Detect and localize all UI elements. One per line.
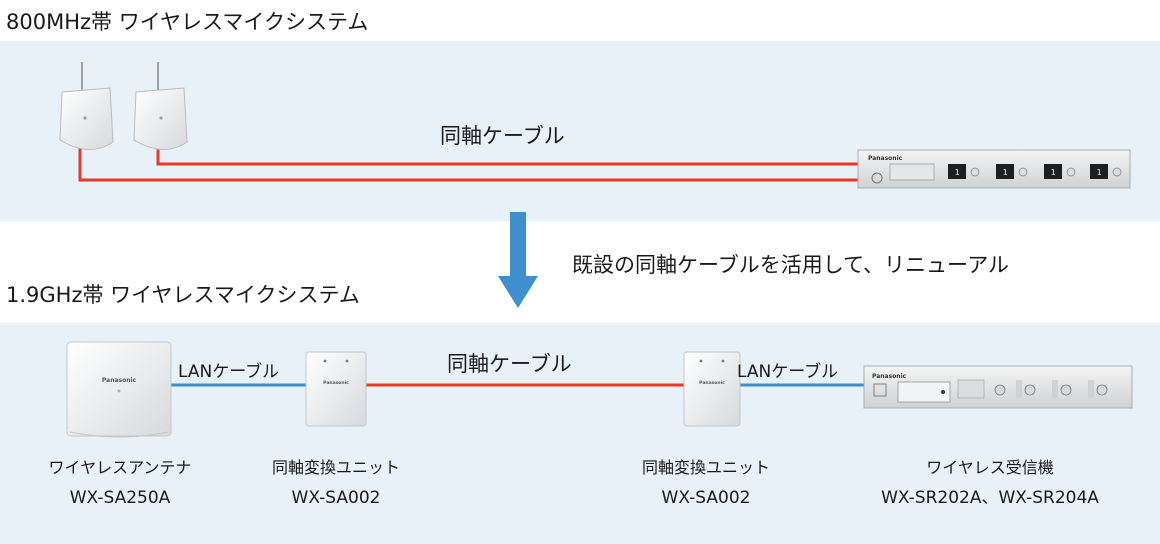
legacy-receiver-channel-4: 1 xyxy=(1090,164,1122,179)
bottom-section-title: 1.9GHz帯 ワイヤレスマイクシステム xyxy=(6,283,360,307)
legacy-receiver-channel-3: 1 xyxy=(1044,164,1076,179)
wireless-antenna-device: Panasonic xyxy=(66,341,172,438)
antenna-brand: Panasonic xyxy=(102,377,137,384)
device-name: ワイヤレスアンテナ xyxy=(48,458,192,477)
top-section-band xyxy=(0,41,1160,221)
bottom-section-band xyxy=(0,323,1160,544)
device-name: 同軸変換ユニット xyxy=(271,458,400,477)
legacy-antenna-2 xyxy=(133,62,188,150)
device-caption-converter-1: 同軸変換ユニット WX-SA002 xyxy=(236,453,436,513)
receiver-brand: Panasonic xyxy=(872,373,907,380)
converter-brand-1: Panasonic xyxy=(323,380,349,386)
device-name: 同軸変換ユニット xyxy=(641,458,770,477)
device-caption-receiver: ワイヤレス受信機 WX-SR202A、WX-SR204A xyxy=(850,453,1130,513)
coax-cable-label: 同軸ケーブル xyxy=(447,352,572,376)
lan-cable-label-left: LANケーブル xyxy=(178,362,280,382)
device-model: WX-SR202A、WX-SR204A xyxy=(881,488,1099,508)
device-model: WX-SA250A xyxy=(69,488,171,508)
device-model: WX-SA002 xyxy=(291,488,381,508)
wireless-receiver-device: Panasonic xyxy=(863,365,1133,409)
device-model: WX-SA002 xyxy=(661,488,751,508)
legacy-coax-cable-1 xyxy=(78,146,862,182)
device-name: ワイヤレス受信機 xyxy=(926,458,1054,477)
legacy-receiver-channel-2: 1 xyxy=(996,164,1028,179)
legacy-coax-cables xyxy=(78,146,862,182)
down-arrow-icon xyxy=(498,212,538,308)
legacy-receiver-display-3: 1 xyxy=(1051,168,1056,177)
device-caption-converter-2: 同軸変換ユニット WX-SA002 xyxy=(606,453,806,513)
legacy-coax-cable-label: 同軸ケーブル xyxy=(440,124,565,148)
coax-converter-device-1: Panasonic xyxy=(305,351,367,427)
legacy-receiver-brand: Panasonic xyxy=(868,155,903,162)
legacy-receiver-channel-1: 1 xyxy=(948,164,980,179)
lan-cable-label-right: LANケーブル xyxy=(737,362,839,382)
legacy-receiver-display-1: 1 xyxy=(955,168,960,177)
legacy-receiver-display-4: 1 xyxy=(1097,168,1102,177)
legacy-receiver-display-2: 1 xyxy=(1003,168,1008,177)
device-caption-antenna: ワイヤレスアンテナ WX-SA250A xyxy=(10,453,230,513)
legacy-antenna-1 xyxy=(59,62,114,150)
legacy-wireless-receiver: Panasonic 1 1 1 1 xyxy=(857,149,1131,189)
top-section-title: 800MHz帯 ワイヤレスマイクシステム xyxy=(6,10,369,34)
coax-converter-device-2: Panasonic xyxy=(683,351,741,427)
renewal-message: 既設の同軸ケーブルを活用して、リニューアル xyxy=(572,253,1010,277)
legacy-coax-cable-2 xyxy=(156,146,862,166)
converter-brand-2: Panasonic xyxy=(699,380,725,386)
